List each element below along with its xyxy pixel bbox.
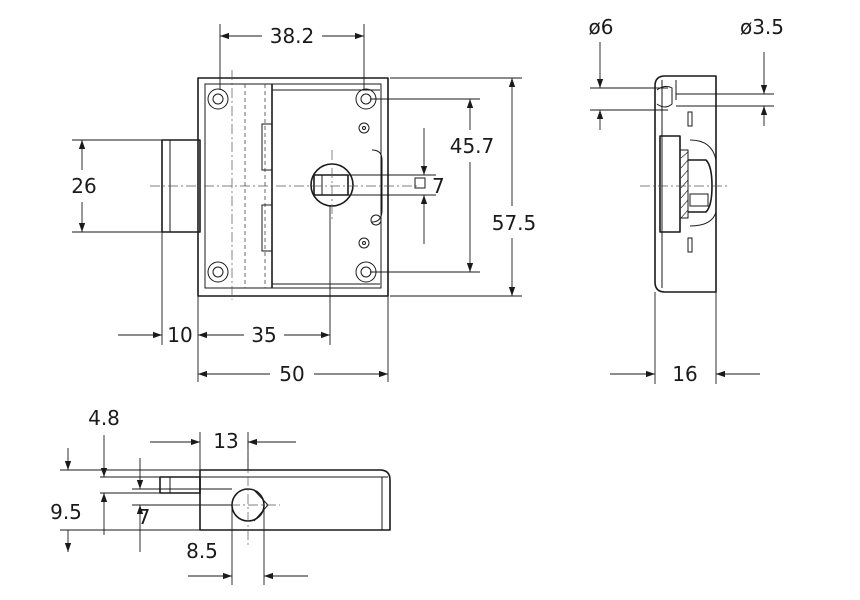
front-dimensions: 38.2 26 45.7 7 57.5 10 35 (71, 24, 536, 386)
dim-35: 35 (251, 323, 276, 347)
dim-13: 13 (213, 429, 238, 453)
dim-8-5: 8.5 (186, 539, 218, 563)
dim-16: 16 (672, 362, 697, 386)
bottom-dimensions: 4.8 13 9.5 7 8.5 (50, 406, 308, 585)
dim-square-7: 7 (432, 174, 445, 198)
dim-57-5: 57.5 (492, 211, 537, 235)
dim-dia-6: ø6 (589, 15, 614, 39)
screw-hole (207, 261, 229, 283)
dim-38-2: 38.2 (270, 24, 315, 48)
dim-50: 50 (279, 362, 304, 386)
dim-26: 26 (71, 174, 96, 198)
front-view (150, 70, 420, 300)
dim-45-7: 45.7 (450, 134, 495, 158)
square-symbol (414, 177, 426, 189)
dim-dia-3-5: ø3.5 (740, 15, 784, 39)
bottom-bolt (159, 476, 201, 494)
side-body (654, 75, 717, 293)
side-dimensions: ø6 ø3.5 16 (589, 15, 785, 386)
screw-hole (207, 88, 229, 110)
lock-body (197, 77, 389, 297)
bottom-view (140, 440, 391, 545)
dim-10: 10 (167, 323, 192, 347)
hatch-area (680, 151, 689, 219)
dim-4-8: 4.8 (88, 406, 120, 430)
dim-9-5: 9.5 (50, 500, 82, 524)
side-view (640, 75, 730, 293)
dim-7-bottom: 7 (138, 505, 151, 529)
bottom-body (199, 469, 391, 531)
